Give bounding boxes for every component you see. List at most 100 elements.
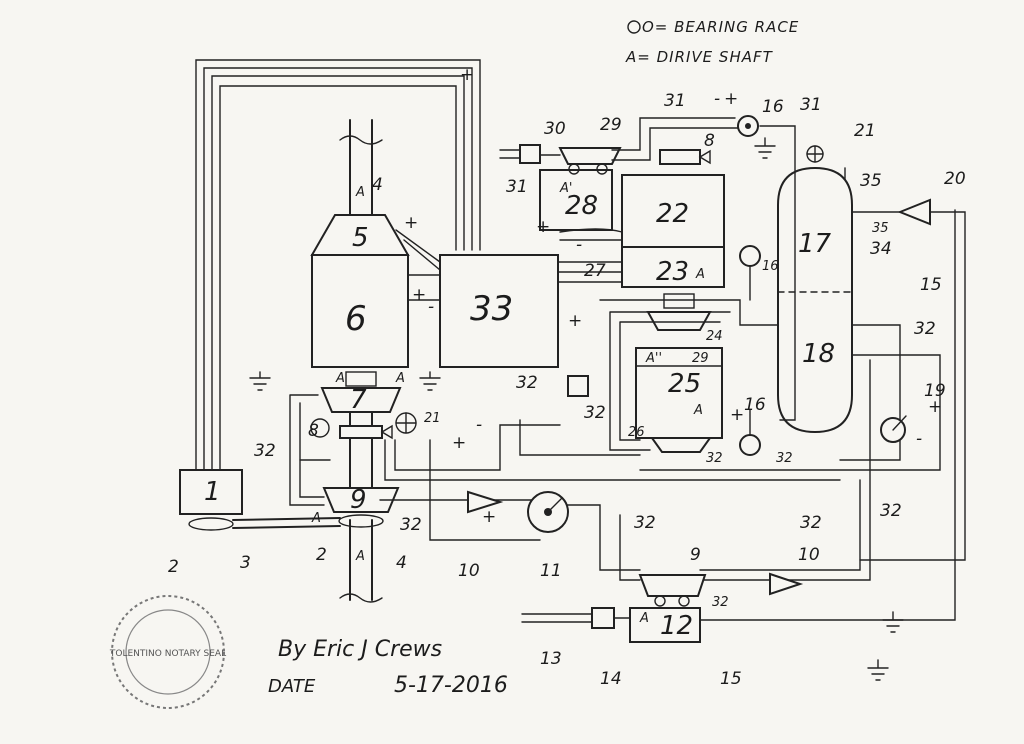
gearbox-24	[646, 311, 712, 331]
label-component-17: 17	[798, 229, 832, 259]
marker-a-double-prime: A''	[645, 351, 662, 366]
callout-32-mid-right: 32	[800, 513, 822, 533]
callout-26: 26	[628, 425, 645, 440]
callout-8-top: 8	[704, 131, 715, 151]
component-12	[629, 607, 701, 643]
callout-3: 3	[240, 553, 251, 573]
polarity-markers: + + - + - + + - + - + + + - +	[404, 65, 942, 527]
motor-11-arrow	[547, 497, 563, 513]
callout-21-top: 21	[854, 121, 876, 141]
callout-32-center: 32	[516, 373, 538, 393]
shaft-break-top	[339, 135, 383, 145]
callout-9-lower: 9	[690, 545, 701, 565]
component-23	[621, 246, 725, 288]
amplifier-20	[897, 198, 931, 226]
component-7	[320, 387, 402, 413]
pulley-2b	[338, 514, 384, 528]
wire-20-loop	[851, 211, 966, 561]
callout-4-bottom: 4	[396, 553, 407, 573]
callout-32-lower-a: 32	[706, 451, 723, 466]
wires-30	[499, 149, 561, 159]
stamp-text: TOLENTINO NOTARY SEAL	[109, 649, 226, 659]
label-component-23: 23	[656, 257, 689, 287]
wire-loop-32-left	[289, 394, 325, 506]
bearing-lower-b	[678, 595, 690, 607]
amplifier-10-left	[467, 490, 504, 514]
component-33	[439, 254, 559, 368]
motor-16-low	[739, 434, 761, 456]
wire-15-return	[699, 209, 956, 621]
drive-shaft-mid	[349, 399, 373, 501]
minus-3: -	[476, 415, 482, 435]
wire-bundle-32	[299, 359, 871, 581]
callout-32-top-right: 32	[914, 319, 936, 339]
callout-15-right: 15	[920, 275, 942, 295]
callout-34: 34	[870, 239, 892, 259]
drive-shaft-markers: A A A A A A A A A' A''	[311, 181, 705, 626]
callout-31-left: 31	[506, 177, 528, 197]
plus-5: +	[452, 433, 466, 453]
callout-10-right: 10	[798, 545, 820, 565]
plus-2: +	[412, 285, 426, 305]
plus-9: +	[928, 397, 942, 417]
gearbox-26	[650, 437, 712, 453]
callout-27: 27	[584, 261, 606, 281]
callout-32-left: 32	[254, 441, 276, 461]
callout-16-mid: 16	[762, 259, 779, 274]
motor-16-mid	[739, 245, 761, 267]
legend-bearing-race: O= BEARING RACE	[642, 18, 799, 36]
plus-3: +	[536, 217, 550, 237]
tank-17-18	[777, 166, 853, 434]
label-component-9: 9	[350, 485, 367, 515]
component-22	[621, 174, 725, 248]
marker-a-4: A	[311, 511, 321, 526]
clutch-arrow	[380, 424, 393, 440]
notary-stamp: TOLENTINO NOTARY SEAL	[109, 595, 226, 709]
wire-18-loop	[639, 354, 941, 471]
callout-16-low: 16	[744, 395, 766, 415]
drive-shaft-top	[349, 119, 373, 216]
label-component-33: 33	[470, 289, 513, 329]
gearbox-9-lower	[638, 574, 707, 597]
callout-2-left: 2	[168, 557, 179, 577]
callout-32-mid: 32	[634, 513, 656, 533]
label-component-25: 25	[668, 369, 701, 399]
callout-32-lower-b: 32	[776, 451, 793, 466]
wire-31-top	[611, 117, 796, 421]
legend-bearing-symbol	[627, 20, 641, 34]
marker-a-7: A	[693, 403, 703, 418]
component-28	[539, 169, 613, 231]
label-component-6: 6	[345, 299, 367, 339]
label-component-12: 12	[660, 611, 693, 641]
callout-11: 11	[540, 561, 562, 581]
wires-6-to-33	[395, 229, 441, 301]
wire-loop-32-inner	[609, 311, 731, 451]
wire-31-top-b	[611, 127, 739, 161]
minus-1: -	[428, 297, 434, 317]
clutch-8-top-arrow	[698, 149, 711, 165]
motor-16-top-hub	[745, 123, 751, 129]
drive-shaft-bottom	[349, 519, 373, 601]
callout-30: 30	[544, 119, 566, 139]
callout-labels: 4 4 2 2 3 8 8 9 10 10 11 13 14 15 15 16 …	[168, 91, 966, 689]
bearing-lower-a	[654, 595, 666, 607]
plus-8: +	[730, 405, 744, 425]
signature-by-line: By Eric J Crews	[278, 637, 442, 662]
signature-date-value: 5-17-2016	[394, 673, 508, 698]
callout-13: 13	[540, 649, 562, 669]
outer-loop-wires	[195, 59, 481, 476]
plus-6: +	[482, 507, 496, 527]
minus-4: -	[714, 89, 720, 109]
pulley-2a	[188, 517, 234, 531]
component-9	[322, 487, 400, 513]
plus-10: +	[460, 65, 474, 85]
label-component-1: 1	[204, 477, 221, 507]
callout-15-bottom: 15	[720, 669, 742, 689]
marker-a-8: A	[639, 611, 649, 626]
motor-19-arrow	[892, 415, 907, 431]
belt-3	[232, 517, 341, 529]
callout-2-right: 2	[316, 545, 327, 565]
callout-32-bottom: 32	[712, 595, 729, 610]
label-component-5: 5	[352, 223, 369, 253]
callout-20: 20	[944, 169, 966, 189]
